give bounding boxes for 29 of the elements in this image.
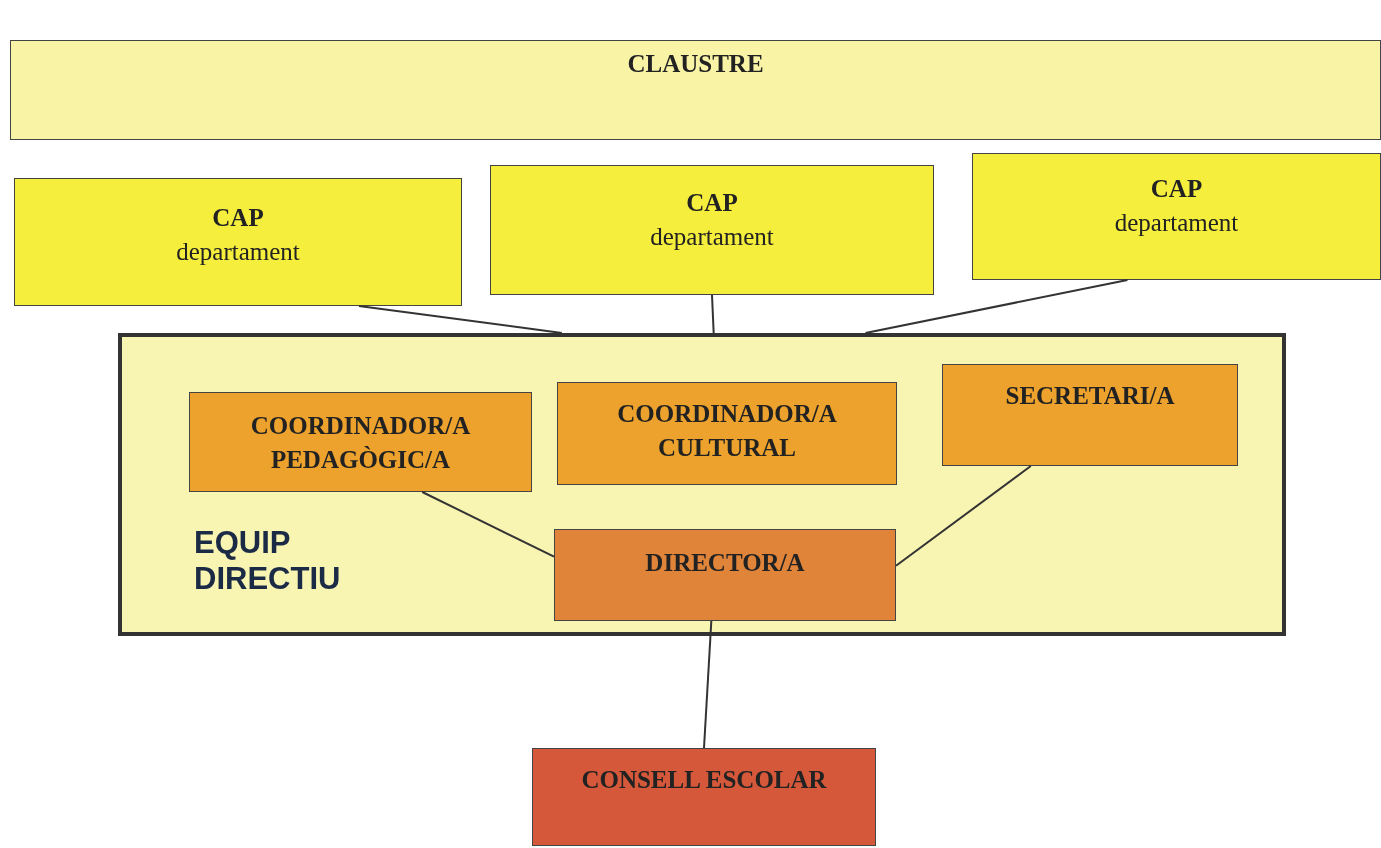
box-title: CAP <box>1149 174 1204 204</box>
band <box>10 40 1381 140</box>
box-title: SECRETARI/A <box>1004 381 1176 411</box>
box-subtitle: departament <box>649 222 775 252</box>
department-box <box>490 165 934 295</box>
box-title: COORDINADOR/A PEDAGÒGIC/A <box>249 411 472 475</box>
connector-line <box>421 491 555 558</box>
council-box <box>532 748 876 846</box>
director-box <box>554 529 896 621</box>
box-subtitle: departament <box>175 237 301 267</box>
box-title: DIRECTOR/A <box>644 548 806 578</box>
department-box <box>972 153 1381 280</box>
connector-line <box>864 279 1129 334</box>
connector-line <box>711 294 715 334</box>
role-box <box>557 382 897 485</box>
role-box <box>189 392 532 492</box>
box-title: CAP <box>211 203 265 233</box>
box-title: CLAUSTRE <box>626 49 765 79</box>
group-title: EQUIP DIRECTIU <box>194 525 342 597</box>
connector-line <box>703 620 713 749</box>
box-title: COORDINADOR/A CULTURAL <box>616 399 838 463</box>
connector-line <box>895 465 1032 567</box>
department-box <box>14 178 462 306</box>
box-subtitle: departament <box>1113 208 1240 238</box>
box-title: CAP <box>685 188 739 218</box>
role-box <box>942 364 1238 466</box>
connector-line <box>357 305 563 334</box>
box-title: CONSELL ESCOLAR <box>580 765 828 795</box>
team-container <box>118 333 1286 636</box>
